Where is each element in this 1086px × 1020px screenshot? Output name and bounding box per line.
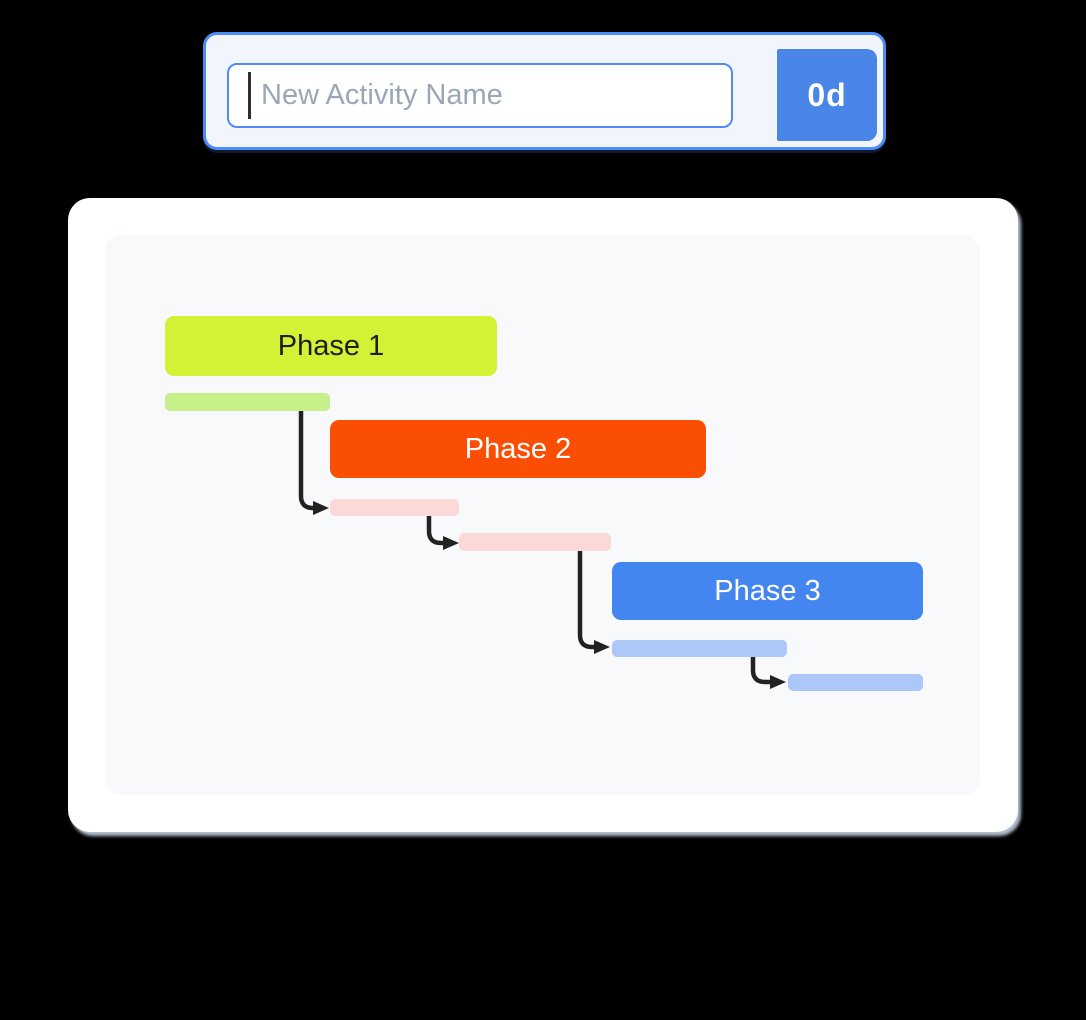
phase-2-task-bar-2[interactable] bbox=[459, 533, 611, 551]
phase-1-label[interactable]: Phase 1 bbox=[165, 316, 497, 376]
dependency-arrow bbox=[750, 652, 786, 689]
phase-3-label[interactable]: Phase 3 bbox=[612, 562, 923, 620]
gantt-card: Phase 1 Phase 2 Phase 3 bbox=[68, 198, 1018, 832]
phase-2-label[interactable]: Phase 2 bbox=[330, 420, 706, 478]
dependency-arrow bbox=[426, 511, 459, 550]
phase-1-task-bar[interactable] bbox=[165, 393, 330, 411]
text-cursor bbox=[248, 72, 251, 119]
dependency-arrow bbox=[298, 406, 329, 515]
new-activity-name-input[interactable] bbox=[227, 63, 733, 128]
dependency-arrow bbox=[577, 546, 610, 654]
dependency-arrows-layer bbox=[298, 406, 786, 689]
phase-3-task-bar-2[interactable] bbox=[788, 674, 923, 691]
gantt-canvas: Phase 1 Phase 2 Phase 3 bbox=[105, 235, 980, 795]
phase-3-task-bar-1[interactable] bbox=[612, 640, 787, 657]
add-activity-toolbar: 0d bbox=[203, 32, 886, 150]
phase-2-task-bar-1[interactable] bbox=[330, 499, 459, 516]
duration-button[interactable]: 0d bbox=[777, 49, 877, 141]
